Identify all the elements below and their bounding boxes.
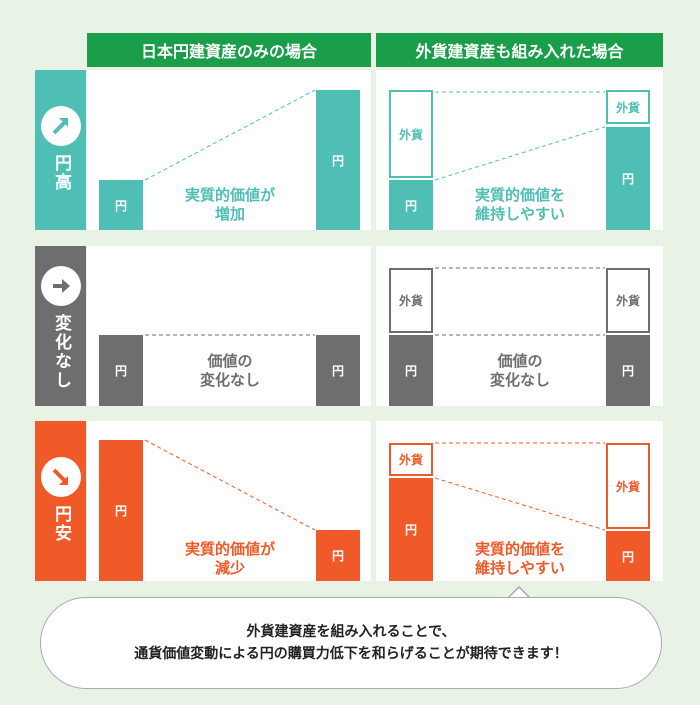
- bar-yen: 円: [389, 180, 433, 230]
- bar-yen: 円: [316, 90, 360, 230]
- bar-yen: 円: [99, 180, 143, 230]
- bar-yen: 円: [389, 335, 433, 406]
- bar-foreign: 外貨: [389, 268, 433, 333]
- bar-yen: 円: [389, 478, 433, 581]
- header-yen-only: 日本円建資産のみの場合: [87, 33, 371, 67]
- bar-yen: 円: [99, 335, 143, 406]
- row-label-text: 円高: [51, 154, 71, 192]
- row-label-no-change: 変化なし: [35, 246, 86, 406]
- summary-note: 外貨建資産を組み入れることで、 通貨価値変動による円の購買力低下を和らげることが…: [40, 597, 662, 689]
- caption-real-value-decrease: 実質的価値が減少: [184, 540, 275, 577]
- arrow-right-icon: [40, 266, 81, 306]
- row-label-text: 変化なし: [51, 314, 71, 390]
- arrow-up-right-icon: [40, 106, 81, 146]
- bar-yen: 円: [316, 530, 360, 581]
- bar-foreign: 外貨: [389, 90, 433, 178]
- header-with-foreign: 外貨建資産も組み入れた場合: [376, 33, 663, 67]
- row-label-yen-high: 円高: [35, 70, 86, 230]
- caption-no-change: 価値の変化なし: [489, 352, 550, 389]
- bar-foreign: 外貨: [606, 443, 650, 529]
- row-label-text: 円安: [51, 505, 71, 543]
- caption-real-value-increase: 実質的価値が増加: [184, 186, 275, 223]
- caption-easy-to-maintain: 実質的価値を維持しやすい: [474, 186, 565, 223]
- bar-foreign: 外貨: [606, 90, 650, 124]
- bar-foreign: 外貨: [606, 268, 650, 333]
- bar-yen: 円: [606, 127, 650, 230]
- bar-yen: 円: [606, 531, 650, 581]
- arrow-down-right-icon: [40, 457, 81, 497]
- caption-no-change: 価値の変化なし: [199, 352, 260, 389]
- row-label-yen-low: 円安: [35, 421, 86, 581]
- summary-note-line2: 通貨価値変動による円の購買力低下を和らげることが期待できます！: [134, 646, 568, 662]
- bar-yen: 円: [316, 335, 360, 406]
- bar-yen: 円: [606, 335, 650, 406]
- summary-note-line1: 外貨建資産を組み入れることで、: [246, 624, 456, 640]
- caption-easy-to-maintain: 実質的価値を維持しやすい: [474, 540, 565, 577]
- bar-foreign: 外貨: [389, 443, 433, 476]
- bar-yen: 円: [99, 440, 143, 581]
